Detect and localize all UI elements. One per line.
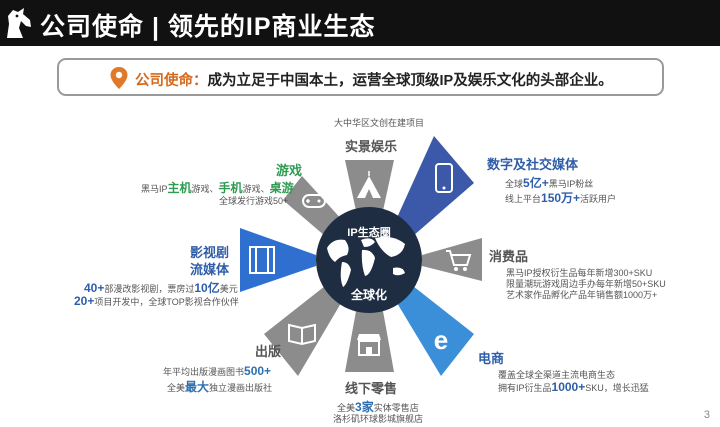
film-title-2: 流媒体: [190, 262, 230, 277]
digital-title: 数字及社交媒体: [487, 157, 579, 172]
ecommerce-line-2: 拥有IP衍生品1000+SKU，增长迅猛: [498, 380, 649, 394]
live-title: 实景娱乐: [345, 139, 398, 154]
consumer-line-3: 艺术家作品孵化产品年销售额1000万+: [506, 290, 658, 300]
retail-title: 线下零售: [345, 381, 398, 396]
digital-line-2: 线上平台150万+活跃用户: [505, 191, 617, 205]
center-bottom-label: 全球化: [350, 287, 387, 302]
segment-publishing: [264, 286, 344, 376]
svg-text:e: e: [434, 325, 448, 355]
horse-logo: [7, 8, 31, 38]
games-title: 游戏: [276, 163, 303, 178]
consumer-line-1: 黑马IP授权衍生品每年新增300+SKU: [506, 268, 653, 278]
shopping-cart-icon: [446, 250, 472, 271]
mission-box: 公司使命：成为立足于中国本土，运营全球顶级IP及娱乐文化的头部企业。: [57, 58, 664, 96]
live-note: 大中华区文创在建项目: [334, 118, 425, 128]
ip-ecosystem-diagram: e: [0, 100, 720, 427]
segment-digital-social: [395, 136, 474, 236]
film-line-2: 20+项目开发中，全球TOP影视合作伙伴: [74, 294, 239, 308]
ecosystem-wheel: e: [240, 136, 482, 376]
ecommerce-title: 电商: [478, 351, 505, 366]
film-title-1: 影视剧: [190, 245, 230, 260]
gamepad-icon: [302, 194, 326, 208]
storefront-icon: [357, 334, 381, 356]
consumer-line-2: 限量潮玩游戏周边手办每年新增50+SKU: [506, 279, 666, 289]
publishing-line-2: 全美最大独立漫画出版社: [167, 380, 273, 394]
publishing-title: 出版: [255, 344, 282, 359]
retail-line-2: 洛杉矶环球影城旗舰店: [333, 414, 424, 424]
retail-line-1: 全美3家实体零售店: [337, 400, 419, 414]
page-title: 公司使命 | 领先的IP商业生态: [40, 13, 376, 41]
mission-label: 公司使命：: [135, 73, 208, 89]
world-map-icon: [327, 236, 405, 287]
page-number: 3: [703, 409, 710, 421]
film-line-1: 40+部漫改影视剧，票房过10亿美元: [84, 281, 238, 295]
film-strip-icon: [249, 246, 275, 274]
games-line-1: 黑马IP主机游戏、手机游戏、桌游: [141, 181, 294, 195]
location-pin-icon: [110, 67, 128, 89]
center-top-label: IP生态圈: [347, 225, 390, 239]
consumer-title: 消费品: [489, 249, 529, 264]
tent-icon: [357, 171, 381, 198]
segment-ecommerce: [394, 286, 474, 376]
ecommerce-line-1: 覆盖全球全渠道主流电商生态: [498, 370, 616, 380]
games-line-2: 全球发行游戏50+: [219, 196, 289, 206]
mission-statement: 公司使命：成为立足于中国本土，运营全球顶级IP及娱乐文化的头部企业。: [135, 69, 613, 90]
open-book-icon: [288, 323, 316, 346]
segment-film-streaming: [240, 228, 316, 292]
publishing-line-1: 年平均出版漫画图书500+: [163, 364, 272, 378]
digital-line-1: 全球5亿+黑马IP粉丝: [505, 176, 594, 190]
mission-text: 成为立足于中国本土，运营全球顶级IP及娱乐文化的头部企业。: [207, 73, 613, 89]
smartphone-icon: [435, 163, 453, 193]
header-bar: 公司使命 | 领先的IP商业生态: [0, 0, 720, 46]
edge-browser-icon: e: [434, 325, 448, 355]
